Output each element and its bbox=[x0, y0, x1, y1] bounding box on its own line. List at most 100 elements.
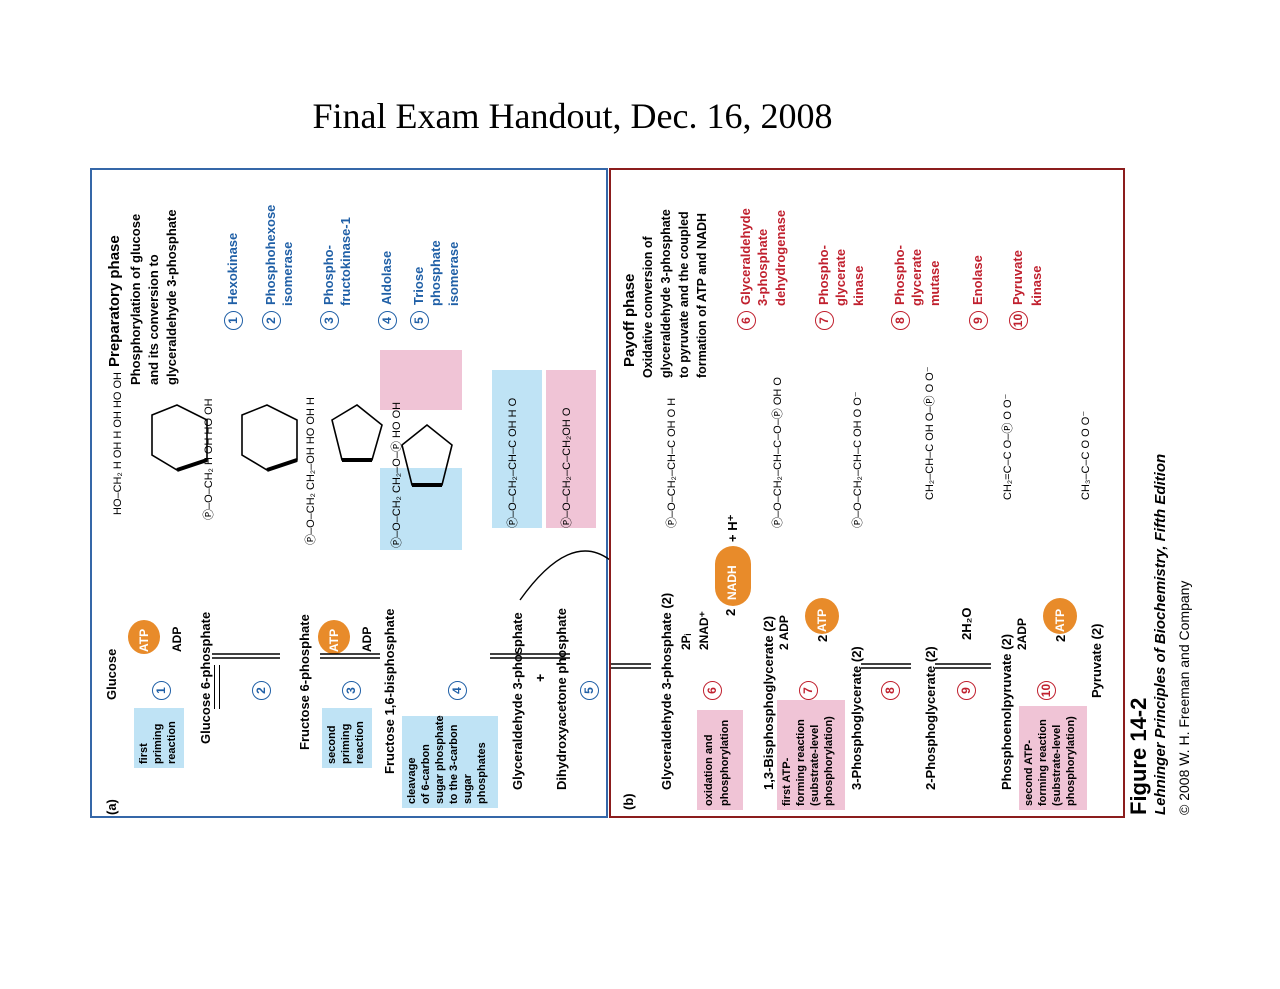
enzyme-7: 7Phospho- bbox=[815, 245, 834, 330]
enzyme-2-line2: isomerase bbox=[280, 241, 295, 306]
glucose-structure: HO–CH₂ H OH H OH HO OH bbox=[112, 372, 124, 515]
fbp-p-highlight-2 bbox=[380, 468, 462, 550]
second-priming-3: reaction bbox=[354, 721, 366, 764]
pathway-arrows-b bbox=[611, 663, 991, 669]
phase-desc-a-3: glyceraldehyde 3-phosphate bbox=[164, 209, 179, 385]
second-priming-1: second bbox=[326, 725, 338, 764]
dhap-structure: Ⓟ–O–CH₂–C–CH₂OH O bbox=[561, 407, 573, 528]
second-priming-box bbox=[322, 708, 372, 768]
dhap-structure-box bbox=[546, 370, 596, 528]
pyr-structure: CH₃–C–C O O O⁻ bbox=[1080, 410, 1092, 500]
bpg-structure: Ⓟ–O–CH₂–CH–C–O–Ⓟ OH O bbox=[772, 377, 784, 528]
fbp-structure: Ⓟ–O–CH₂ CH₂–O–Ⓟ HO OH bbox=[391, 401, 403, 548]
gap2-label: Glyceraldehyde 3-phosphate (2) bbox=[659, 592, 674, 790]
oxidation-2: phosphorylation bbox=[719, 719, 731, 806]
enzyme-10-line2: kinase bbox=[1029, 265, 1044, 306]
enzyme-6: 6Glyceraldehyde bbox=[737, 208, 756, 330]
enzyme-10: 10Pyruvate bbox=[1009, 250, 1028, 330]
first-atp-2: forming reaction bbox=[795, 719, 807, 806]
enzyme-8: 8Phospho- bbox=[891, 245, 910, 330]
figure-copyright: © 2008 W. H. Freeman and Company bbox=[1176, 580, 1192, 815]
g6p-structure: Ⓟ–O–CH₂ H OH HO OH bbox=[203, 398, 215, 520]
nadh-label: NADH bbox=[725, 565, 739, 600]
phase-desc-a-2: and its conversion to bbox=[146, 254, 161, 385]
glucose-label: Glucose bbox=[104, 648, 119, 700]
enzyme-3-line2: fructokinase-1 bbox=[338, 217, 353, 306]
phase-desc-b-1: Oxidative conversion of bbox=[641, 236, 655, 378]
phase-title-b: Payoff phase bbox=[621, 273, 638, 367]
second-priming-2: priming bbox=[340, 723, 352, 764]
enzyme-5-line3: isomerase bbox=[446, 241, 461, 306]
enzyme-3: 3Phospho- bbox=[320, 245, 339, 330]
h2o-label: 2H₂O bbox=[959, 607, 974, 640]
enzyme-8-line2: glycerate bbox=[909, 248, 924, 306]
atp3-label: ATP bbox=[1053, 608, 1067, 632]
atp2-badge bbox=[805, 598, 839, 634]
step-1-marker: 1 bbox=[152, 675, 171, 700]
cleavage-3: sugar phosphate bbox=[434, 715, 446, 804]
first-atp-4: phosphorylation) bbox=[823, 716, 835, 806]
page-title: Final Exam Handout, Dec. 16, 2008 bbox=[312, 96, 833, 136]
second-atp-1: second ATP- bbox=[1023, 739, 1035, 806]
phase-desc-b-3: to pyruvate and the coupled bbox=[677, 211, 691, 378]
panel-b-label: (b) bbox=[621, 793, 636, 810]
first-atp-1: first ATP- bbox=[781, 757, 793, 806]
cleavage-5: sugar bbox=[462, 774, 474, 804]
figure-subtitle: Lehninger Principles of Biochemistry, Fi… bbox=[1152, 453, 1169, 815]
first-priming-box bbox=[134, 708, 184, 768]
nadh-prefix: 2 bbox=[723, 608, 738, 616]
second-atp-2: forming reaction bbox=[1037, 719, 1049, 806]
first-atp-3: (substrate-level bbox=[809, 724, 821, 806]
atp3-badge bbox=[1043, 598, 1077, 634]
cleavage-6: phosphates bbox=[476, 742, 488, 804]
cleavage-1: cleavage bbox=[406, 757, 418, 804]
enzyme-1: 1Hexokinase bbox=[224, 233, 243, 330]
enzyme-4: 4Aldolase bbox=[378, 251, 397, 330]
panel-payoff: (b) Payoff phase Oxidative conversion of… bbox=[609, 168, 1125, 818]
second-atp-box bbox=[1019, 706, 1087, 810]
phase-desc-b-4: formation of ATP and NADH bbox=[695, 212, 709, 378]
phase-desc-a-1: Phosphorylation of glucose bbox=[128, 213, 143, 385]
enzyme-6-line2: 3-phosphate bbox=[755, 228, 770, 306]
fbp-p-highlight bbox=[380, 350, 462, 410]
enzyme-9: 9Enolase bbox=[969, 255, 988, 330]
enzyme-7-line2: glycerate bbox=[833, 248, 848, 306]
f6p-structure: Ⓟ–O–CH₂ CH₂–OH HO OH H bbox=[305, 397, 317, 545]
pg2-structure: CH₂–CH–C OH O–Ⓟ O O⁻ bbox=[924, 366, 936, 500]
fbp-ring bbox=[401, 423, 453, 487]
gap-structure-box bbox=[492, 370, 542, 528]
cleavage-4: to the 3-carbon bbox=[448, 724, 460, 804]
enzyme-7-line3: kinase bbox=[851, 265, 866, 306]
gap-curve-arrow bbox=[519, 550, 610, 601]
pg3-structure: Ⓟ–O–CH₂–CH–C OH O O⁻ bbox=[852, 391, 864, 528]
nadh-badge bbox=[715, 546, 751, 606]
enzyme-5-line2: phosphate bbox=[428, 240, 443, 306]
atp2-label: ATP bbox=[815, 608, 829, 632]
figure-title: Figure 14-2 bbox=[1126, 697, 1151, 815]
enzyme-8-line3: mutase bbox=[927, 260, 942, 306]
nadh-suffix: + H⁺ bbox=[725, 514, 740, 542]
first-atp-box bbox=[777, 700, 845, 810]
panel-preparatory: (a) Preparatory phase Phosphorylation of… bbox=[90, 168, 610, 818]
phase-title-a: Preparatory phase bbox=[106, 235, 123, 367]
atp-badge-2 bbox=[318, 620, 350, 654]
pathway-arrows-a bbox=[212, 653, 570, 659]
gap-b-structure: Ⓟ–O–CH₂–CH–C OH O H bbox=[666, 397, 678, 528]
cleavage-2: of 6-carbon bbox=[420, 744, 432, 804]
enzyme-2: 2Phosphohexose bbox=[262, 205, 281, 330]
enzyme-5: 5Triose bbox=[410, 267, 429, 330]
panel-a-label: (a) bbox=[104, 799, 119, 815]
phase-desc-b-2: glyceraldehyde 3-phosphate bbox=[659, 209, 673, 378]
second-atp-3: (substrate-level bbox=[1051, 724, 1063, 806]
oxidation-1: oxidation and bbox=[703, 734, 715, 807]
atp-label-1: ATP bbox=[137, 628, 151, 652]
sugar-rings bbox=[151, 404, 383, 472]
atp-badge-1 bbox=[128, 620, 160, 654]
first-priming-3: reaction bbox=[166, 721, 178, 764]
enzyme-6-line3: dehydrogenase bbox=[773, 209, 788, 306]
second-atp-4: phosphorylation) bbox=[1065, 716, 1077, 806]
gap-structure: Ⓟ–O–CH₂–CH–C OH H O bbox=[507, 397, 519, 528]
oxidation-box bbox=[697, 710, 743, 810]
pep-structure: CH₂=C–C O–Ⓟ O O⁻ bbox=[1002, 393, 1014, 500]
first-priming-2: priming bbox=[152, 723, 164, 764]
